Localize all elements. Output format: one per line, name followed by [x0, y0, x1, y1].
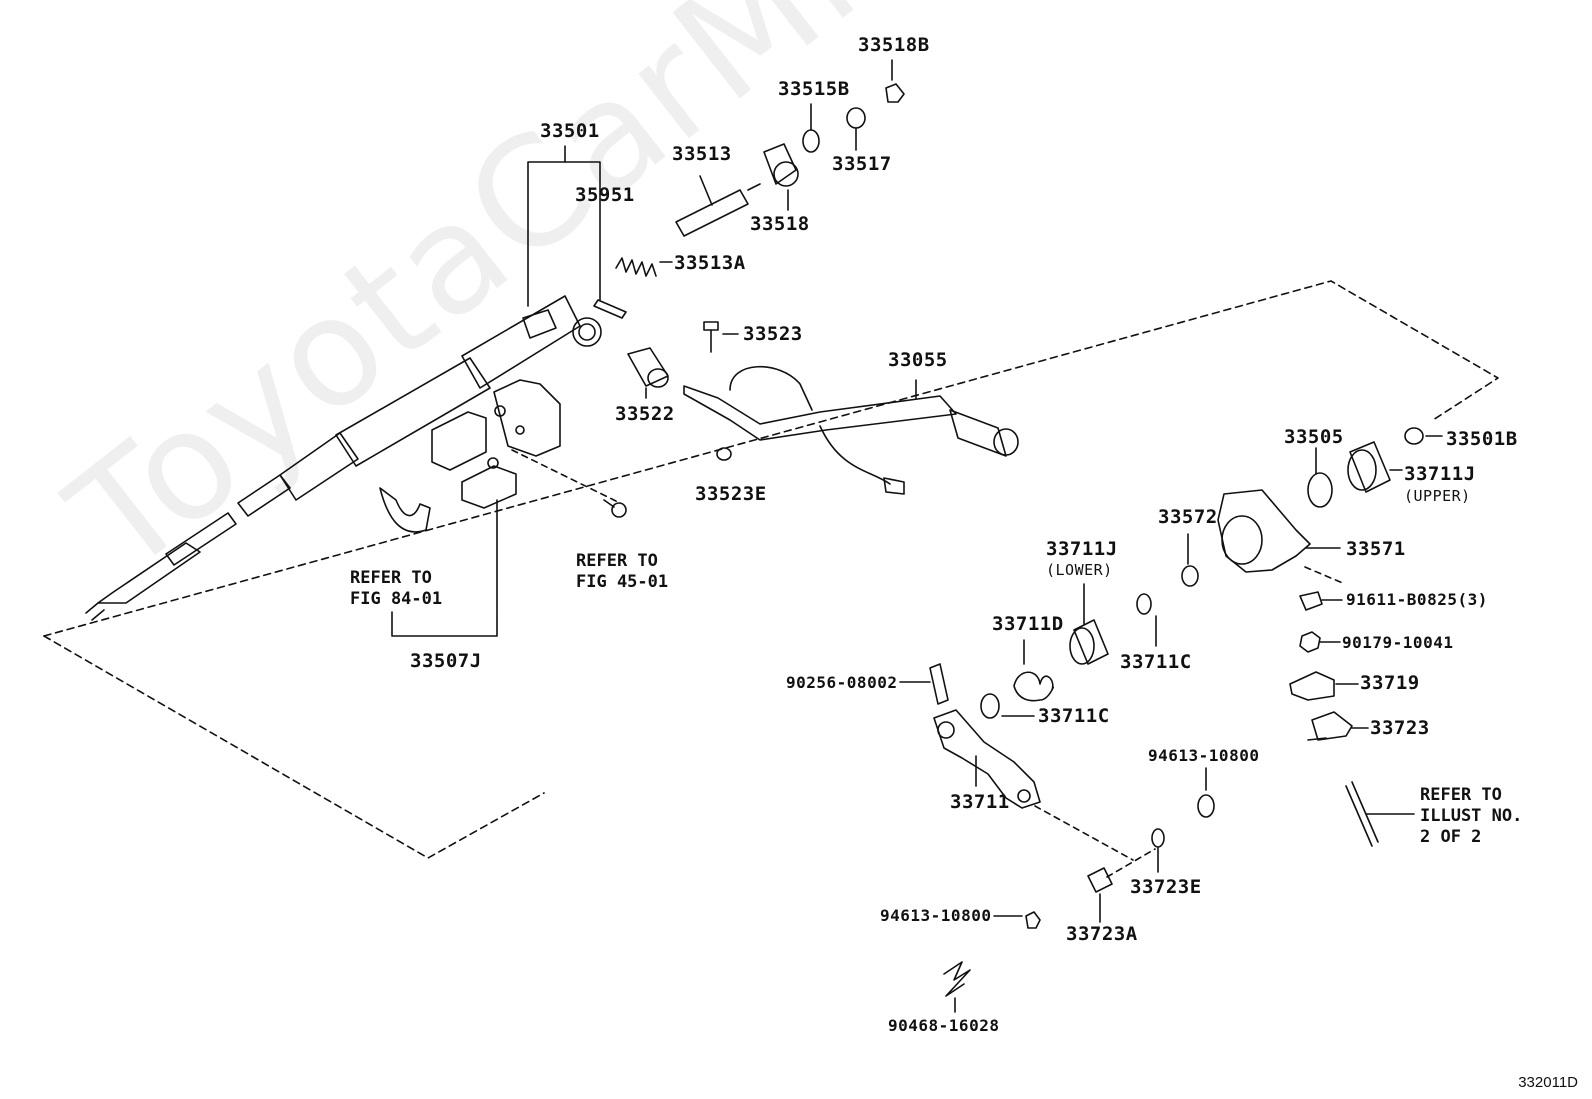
cable-ref [1345, 781, 1415, 847]
label-33507J: 33507J [410, 650, 482, 672]
label-33518: 33518 [750, 213, 810, 235]
label-33723E: 33723E [1130, 876, 1202, 898]
label-33711: 33711 [950, 791, 1010, 813]
label-33723A: 33723A [1066, 923, 1138, 945]
label-91611: 91611-B0825(3) [1346, 590, 1488, 609]
label-lower-note: (LOWER) [1046, 561, 1113, 579]
part-33711J-lower [1069, 583, 1109, 665]
part-94613-a [1197, 794, 1215, 818]
label-94613-upper: 94613-10800 [1148, 746, 1260, 765]
assembly-boundary [43, 280, 1499, 637]
label-33522: 33522 [615, 403, 675, 425]
label-33505: 33505 [1284, 426, 1344, 448]
part-33711D [1013, 639, 1055, 702]
label-90179: 90179-10041 [1342, 633, 1454, 652]
part-90179 [1299, 631, 1341, 653]
label-90468: 90468-16028 [888, 1016, 1000, 1035]
label-33711C-lower: 33711C [1038, 705, 1110, 727]
part-33515B [802, 129, 820, 153]
label-33501B: 33501B [1446, 428, 1518, 450]
part-33711C-lower [980, 693, 1035, 719]
part-33711J-upper [1347, 441, 1403, 493]
label-33711D: 33711D [992, 613, 1064, 635]
part-33517 [846, 107, 866, 129]
part-33723 [1307, 711, 1369, 741]
label-33719: 33719 [1360, 672, 1420, 694]
label-94613-lower: 94613-10800 [880, 906, 992, 925]
label-33711C-upper: 33711C [1120, 651, 1192, 673]
label-upper-note: (UPPER) [1404, 487, 1471, 505]
part-91611 [1299, 591, 1343, 611]
part-33523 [703, 321, 739, 353]
part-33518 [763, 143, 799, 211]
label-33513A: 33513A [674, 252, 746, 274]
part-33518B [885, 83, 905, 103]
dash-33723A-link [1106, 848, 1156, 878]
leader-33507J [391, 499, 498, 637]
part-33719 [1289, 671, 1359, 701]
dash-33711-link [1034, 805, 1134, 861]
part-90468 [943, 961, 971, 1013]
reference-illust-2-of-2: REFER TO ILLUST NO. 2 OF 2 [1420, 785, 1523, 847]
part-33522 [627, 347, 669, 399]
part-33505 [1307, 472, 1333, 508]
label-33723: 33723 [1370, 717, 1430, 739]
steering-column-tube [85, 295, 602, 621]
figure-code: 332011D [1518, 1074, 1578, 1091]
part-33723A [1087, 867, 1113, 923]
label-33515B: 33515B [778, 78, 850, 100]
label-33711J-lower: 33711J [1046, 538, 1118, 560]
part-33523E [716, 447, 732, 461]
part-94613-b [1025, 911, 1041, 929]
dash-33571-bolt [1304, 566, 1346, 585]
part-33711C-upper [1136, 593, 1152, 615]
label-33517: 33517 [832, 153, 892, 175]
bolt-45-01 [603, 499, 627, 518]
label-90256: 90256-08002 [786, 673, 898, 692]
band-clamp [379, 487, 431, 533]
label-33523: 33523 [743, 323, 803, 345]
part-33711 [933, 709, 1041, 809]
part-33513 [675, 175, 761, 237]
label-33571: 33571 [1346, 538, 1406, 560]
label-33711J-upper: 33711J [1404, 463, 1476, 485]
dash-33507J-bracket [511, 449, 621, 504]
part-33723E [1151, 828, 1165, 848]
label-33523E: 33523E [695, 483, 767, 505]
part-35951 [593, 299, 627, 319]
label-33055: 33055 [888, 349, 948, 371]
part-33572 [1181, 565, 1199, 587]
part-33571 [1217, 489, 1341, 573]
label-35951: 35951 [575, 184, 635, 206]
reference-fig-45-01: REFER TO FIG 45-01 [576, 551, 669, 592]
reference-fig-84-01: REFER TO FIG 84-01 [350, 568, 443, 609]
label-33518B: 33518B [858, 34, 930, 56]
label-33572: 33572 [1158, 506, 1218, 528]
part-33501B [1404, 427, 1424, 445]
bracket-assembly [431, 379, 561, 509]
label-33501: 33501 [540, 120, 600, 142]
label-33513: 33513 [672, 143, 732, 165]
part-33513A [615, 257, 657, 277]
part-33055 [683, 365, 1019, 495]
assembly-boundary-lower [43, 635, 545, 859]
leader-33501 [527, 161, 601, 307]
part-90256 [899, 663, 949, 705]
